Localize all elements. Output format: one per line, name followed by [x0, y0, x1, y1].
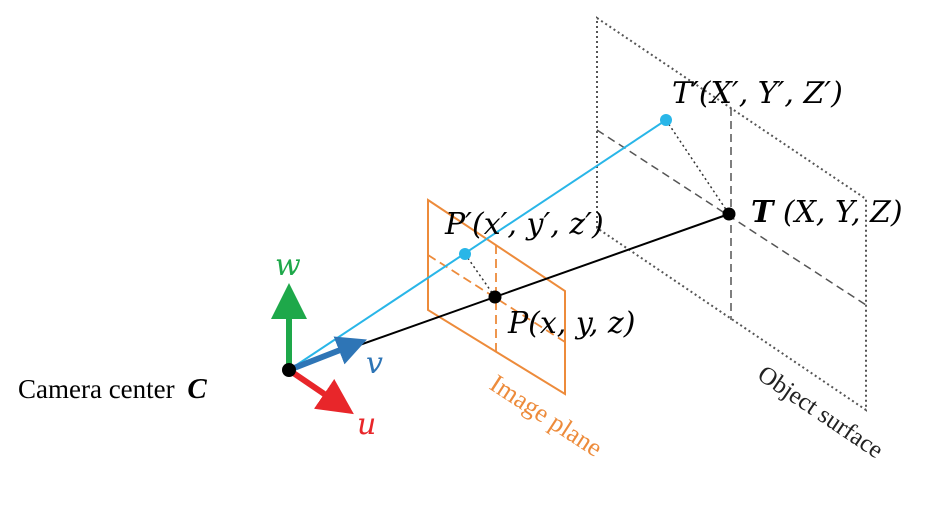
object-surface-frame — [596, 16, 867, 412]
point-t-prime-marker — [660, 114, 672, 126]
point-t-coords: (X, Y, Z) — [783, 195, 903, 230]
point-t-label: T (X, Y, Z) — [751, 195, 903, 230]
camera-center-symbol: C — [187, 373, 207, 405]
image-plane-frame — [427, 198, 566, 396]
axis-u-label: u — [357, 407, 376, 442]
connector-t-prime-t — [665, 119, 730, 215]
point-t-symbol: T — [751, 195, 776, 230]
axis-v-arrow — [287, 336, 367, 373]
point-p-prime-marker — [459, 248, 471, 260]
axis-u-arrow — [287, 367, 354, 415]
axis-w-label: w — [275, 248, 301, 283]
axis-v-label: v — [366, 346, 383, 381]
connector-p-prime-p — [464, 253, 496, 298]
point-p-label: P(x, y, z) — [507, 306, 635, 341]
object-surface-label: Object surface — [753, 361, 888, 465]
point-p-marker — [488, 290, 502, 304]
camera-center-text: Camera center — [18, 374, 175, 404]
camera-center-marker — [282, 363, 296, 377]
point-p-prime-label: P′(x′, y′, z′) — [444, 207, 604, 242]
point-t-prime-label: T′(X′, Y′, Z′) — [672, 76, 843, 111]
point-t-marker — [722, 207, 736, 221]
image-plane — [427, 198, 566, 396]
camera-center-label: Camera center C — [18, 373, 207, 405]
ray-to-t-prime — [288, 119, 667, 371]
